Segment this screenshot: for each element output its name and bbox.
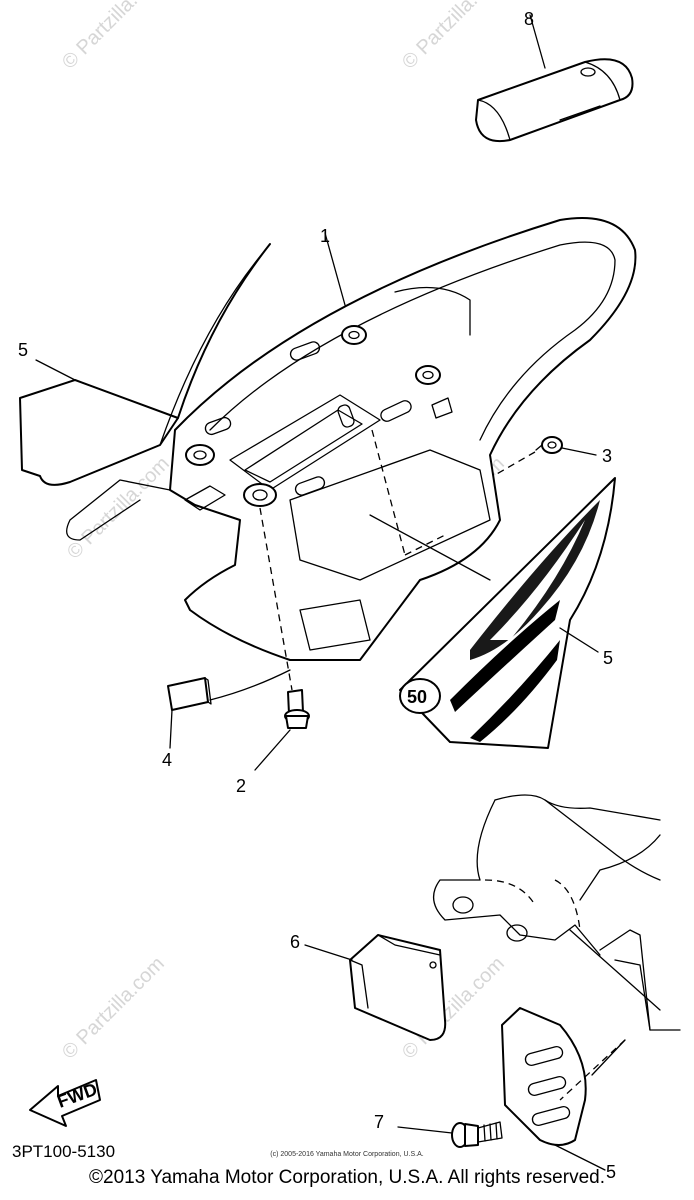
callout-5: 5 — [18, 340, 28, 360]
part-6-chain-guard — [501, 1007, 626, 1171]
callouts: 8 1 5 3 5 4 2 6 7 5 — [18, 9, 616, 1182]
callout-8: 7 — [374, 1112, 384, 1132]
leader-dashed — [371, 429, 406, 556]
callout-7: 6 — [290, 932, 300, 952]
watermark: © Partzilla.com — [58, 953, 169, 1064]
part-2-bolt — [254, 507, 310, 771]
fwd-arrow-icon: FWD — [29, 1079, 101, 1127]
part-1-rear-fender — [66, 217, 637, 661]
part-5-left-decal — [19, 243, 271, 486]
part-3-nut — [494, 436, 597, 476]
part-9-pad — [475, 14, 634, 142]
diagram-number: 3PT100-5130 — [12, 1142, 116, 1161]
part-4-plate — [167, 669, 291, 749]
callout-6: 5 — [606, 1162, 616, 1182]
copyright: ©2013 Yamaha Motor Corporation, U.S.A. A… — [89, 1167, 605, 1188]
callout-2: 2 — [236, 776, 246, 796]
callout-4: 4 — [162, 750, 172, 770]
part-7-guard — [304, 934, 447, 1041]
watermark: © Partzilla.com — [398, 0, 509, 74]
decal-number: 50 — [407, 687, 427, 707]
swingarm — [433, 794, 681, 1031]
small-copyright: (c) 2005-2016 Yamaha Motor Corporation, … — [270, 1151, 424, 1158]
part-5-right-decal: 50 — [399, 477, 616, 749]
leader-line — [369, 514, 491, 581]
leader-dashed — [404, 534, 446, 556]
callout-5: 5 — [603, 648, 613, 668]
callout-3: 3 — [602, 446, 612, 466]
callout-1: 1 — [320, 226, 330, 246]
part-8-bolt — [397, 1121, 503, 1148]
watermark: © Partzilla.com — [58, 0, 169, 74]
callout-9: 8 — [524, 9, 534, 29]
